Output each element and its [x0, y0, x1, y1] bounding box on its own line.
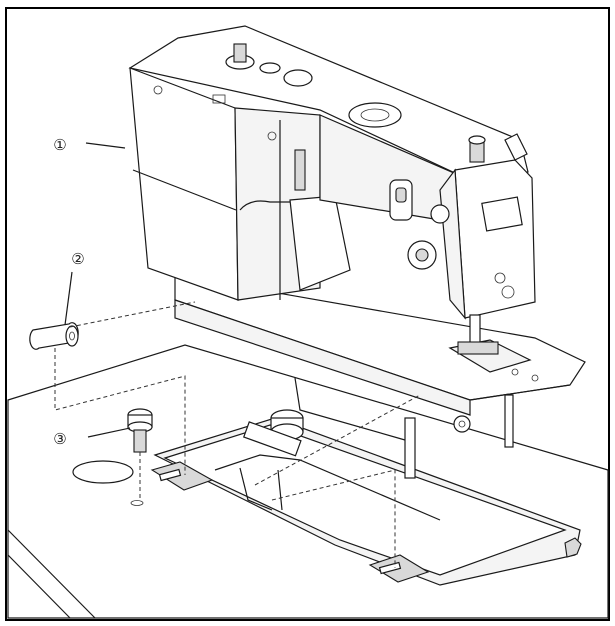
- control-panel: [481, 196, 523, 232]
- diagram-frame: [5, 7, 610, 621]
- hinge-bracket-left: [150, 461, 214, 491]
- hinge-hole: [72, 460, 134, 484]
- table-top: [7, 344, 609, 619]
- callout-2-label: ②: [71, 250, 84, 268]
- callout-1-label: ①: [53, 136, 66, 154]
- callout-3: ③: [53, 430, 66, 448]
- callout-1: ①: [53, 136, 66, 154]
- machine-bed: [174, 274, 586, 479]
- needle-bar: [469, 314, 481, 346]
- callout-leaders: [64, 142, 131, 438]
- part-2-hinge: [29, 322, 79, 350]
- knee-lifter-end: [564, 537, 582, 558]
- alignment-guides: [54, 301, 421, 568]
- callout-2: ②: [71, 250, 84, 268]
- hinge-bracket-right: [368, 554, 430, 583]
- callout-3-label: ③: [53, 430, 66, 448]
- machine-head: [128, 25, 536, 355]
- head-support-rod: [243, 409, 304, 457]
